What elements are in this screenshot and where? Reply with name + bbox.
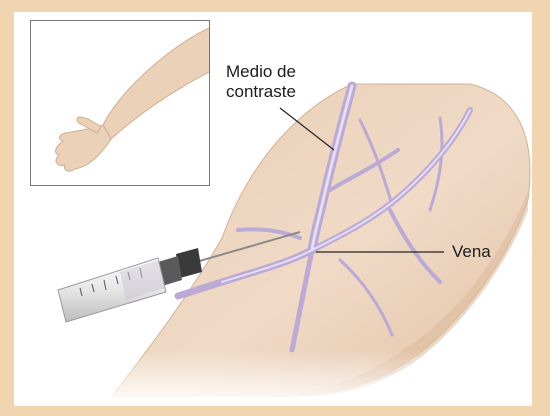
contrast-label-line-2: contraste — [226, 82, 296, 102]
inset-hand — [56, 125, 111, 171]
arm-overview-illustration — [31, 21, 210, 186]
inset-arm-overview — [30, 20, 210, 186]
vein-label: Vena — [452, 242, 491, 262]
contrast-medium-label: Medio de contraste — [226, 62, 296, 102]
forearm-fade — [14, 350, 532, 406]
contrast-label-line-1: Medio de — [226, 62, 296, 82]
inset-arm — [103, 27, 210, 139]
